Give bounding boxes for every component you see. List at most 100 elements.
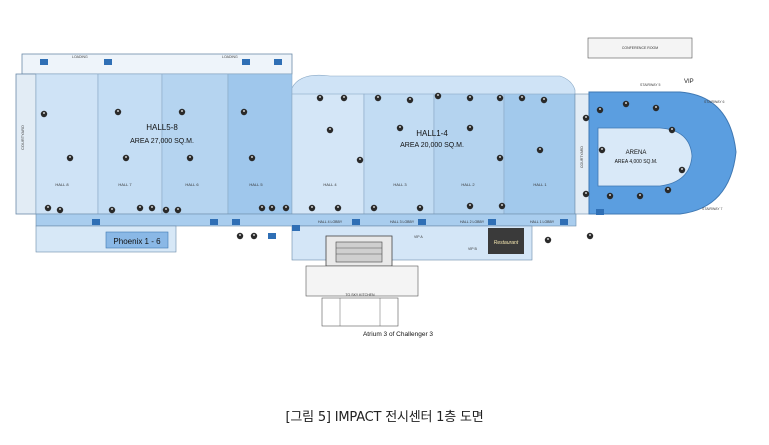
restroom-icon — [396, 124, 404, 132]
hall-4 — [291, 93, 365, 215]
restroom-icon-figure — [139, 206, 141, 208]
restroom-icon — [540, 96, 548, 104]
restroom-icon — [174, 206, 182, 214]
restroom-icon — [536, 146, 544, 154]
restroom-icon-figure — [181, 110, 183, 112]
restroom-icon-figure — [681, 168, 683, 170]
restroom-icon-figure — [337, 206, 339, 208]
hall-2 — [433, 93, 505, 215]
hall2-lobby-label: HALL 2 LOBBY — [460, 220, 485, 224]
hall1-lobby-label: HALL 1 LOBBY — [530, 220, 555, 224]
atrium-label: Atrium 3 of Challenger 3 — [363, 331, 433, 338]
hall-7 — [97, 73, 163, 215]
facility-icons — [40, 59, 686, 244]
loading-label-left: LOADING — [72, 55, 88, 59]
restroom-icon — [518, 94, 526, 102]
restroom-icon — [596, 106, 604, 114]
restroom-icon-figure — [253, 234, 255, 236]
restroom-icon-figure — [499, 156, 501, 158]
restroom-icon — [56, 206, 64, 214]
restroom-icon-figure — [177, 208, 179, 210]
loading-strip-left — [21, 53, 293, 75]
restroom-icon — [248, 154, 256, 162]
restroom-icon-figure — [599, 108, 601, 110]
info-icon — [104, 59, 112, 65]
hall3-lobby-label: HALL 3 LOBBY — [390, 220, 415, 224]
halls-1-4-title: HALL1-4 — [416, 129, 448, 138]
hall-3 — [363, 93, 435, 215]
stairway-top-label: STAIRWAY 5 — [640, 83, 660, 87]
conference-room — [587, 37, 693, 59]
restroom-icon-figure — [625, 102, 627, 104]
restroom-icon — [498, 202, 506, 210]
restroom-icon — [250, 232, 258, 240]
restroom-icon — [148, 204, 156, 212]
restroom-icon — [370, 204, 378, 212]
phoenix-label: Phoenix 1 - 6 — [113, 237, 161, 246]
arena-area: AREA 4,000 SQ.M. — [615, 159, 658, 165]
hall4-lobby-label: HALL 4 LOBBY — [318, 220, 343, 224]
restroom-icon-figure — [319, 96, 321, 98]
hall8-label: HALL 8 — [55, 182, 69, 187]
restroom-icon-figure — [585, 192, 587, 194]
restroom-icon-figure — [601, 148, 603, 150]
restroom-icon-figure — [671, 128, 673, 130]
restroom-icon-figure — [589, 234, 591, 236]
restroom-icon-figure — [125, 156, 127, 158]
info-icon — [210, 219, 218, 225]
info-icon — [352, 219, 360, 225]
info-icon — [242, 59, 250, 65]
hall-1 — [503, 93, 576, 215]
restroom-icon-figure — [359, 158, 361, 160]
restroom-icon — [136, 204, 144, 212]
restroom-icon — [544, 236, 552, 244]
restroom-icon-figure — [189, 156, 191, 158]
courtyard-left-label: COURTYARD — [20, 125, 25, 150]
restroom-icon — [282, 204, 290, 212]
restroom-icon — [622, 100, 630, 108]
walkway-outer — [305, 265, 419, 297]
restroom-icon — [652, 104, 660, 112]
restroom-icon-figure — [251, 156, 253, 158]
restroom-icon-figure — [419, 206, 421, 208]
restroom-icon-figure — [151, 206, 153, 208]
restroom-icon-figure — [585, 116, 587, 118]
restroom-icon — [374, 94, 382, 102]
restroom-icon — [268, 204, 276, 212]
info-icon — [418, 219, 426, 225]
restroom-icon-figure — [521, 96, 523, 98]
restroom-icon-figure — [243, 110, 245, 112]
restroom-icon — [334, 204, 342, 212]
restroom-icon-figure — [373, 206, 375, 208]
restroom-icon — [406, 96, 414, 104]
restroom-icon-figure — [539, 148, 541, 150]
restroom-icon — [664, 186, 672, 194]
restroom-icon — [186, 154, 194, 162]
restroom-icon — [668, 126, 676, 134]
restroom-icon — [40, 110, 48, 118]
halls-1-4-area: AREA 20,000 SQ.M. — [400, 142, 464, 149]
restroom-icon — [356, 156, 364, 164]
hall-8 — [35, 73, 99, 215]
info-icon — [488, 219, 496, 225]
restroom-icon — [258, 204, 266, 212]
restroom-icon-figure — [469, 96, 471, 98]
restroom-icon-figure — [117, 110, 119, 112]
restroom-icon-figure — [547, 238, 549, 240]
restroom-icon — [434, 92, 442, 100]
restroom-icon-figure — [271, 206, 273, 208]
halls-5-8-area: AREA 27,000 SQ.M. — [130, 138, 194, 145]
phoenix-room — [105, 231, 169, 249]
info-icon — [268, 233, 276, 239]
restroom-icon-figure — [501, 204, 503, 206]
restroom-icon — [240, 108, 248, 116]
restroom-icon-figure — [639, 194, 641, 196]
stairway-right-label: STAIRWAY 6 — [704, 100, 724, 104]
restroom-icon-figure — [59, 208, 61, 210]
restroom-icon-figure — [667, 188, 669, 190]
restroom-icon — [340, 94, 348, 102]
restroom-icon — [466, 202, 474, 210]
restroom-icon-figure — [655, 106, 657, 108]
figure-caption: [그림 5] IMPACT 전시센터 1층 도면 — [285, 410, 484, 425]
